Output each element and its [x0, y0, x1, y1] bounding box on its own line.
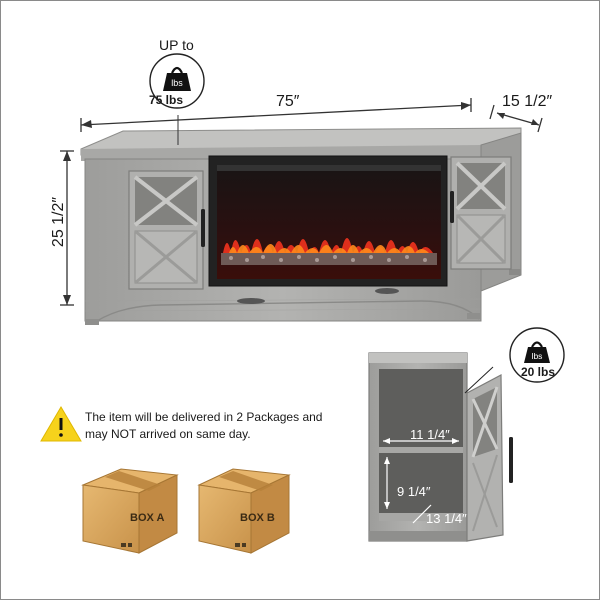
height-dimension: 25 1/2″ [50, 196, 67, 248]
shelf-depth-dimension: 13 1/4″ [426, 511, 467, 526]
tv-stand-illustration [80, 127, 522, 325]
weight-icon: lbs [509, 327, 565, 383]
package-box-icon [197, 468, 291, 554]
box-b-label: BOX B [240, 512, 275, 524]
cabinet-detail-illustration [368, 352, 513, 542]
top-weight-value: 75 lbs [149, 93, 184, 107]
shelf-height-dimension: 9 1/4″ [397, 484, 431, 499]
electric-fireplace-insert [208, 155, 448, 287]
box-a-label: BOX A [130, 512, 165, 524]
warning-icon [40, 406, 82, 442]
shelf-weight-value: 20 lbs [521, 365, 556, 379]
shelf-width-dimension: 11 1/4″ [410, 427, 450, 442]
delivery-notice: The item will be delivered in 2 Packages… [85, 410, 323, 441]
flames [223, 238, 433, 253]
dimension-lines [60, 98, 543, 306]
package-box-icon [81, 468, 179, 554]
width-dimension: 75″ [276, 93, 300, 110]
weight-icon: lbs [149, 53, 205, 109]
svg-text:lbs: lbs [532, 351, 543, 361]
depth-dimension: 15 1/2″ [502, 93, 553, 110]
weight-capacity-label: UP to [159, 37, 194, 53]
svg-text:lbs: lbs [171, 78, 183, 88]
